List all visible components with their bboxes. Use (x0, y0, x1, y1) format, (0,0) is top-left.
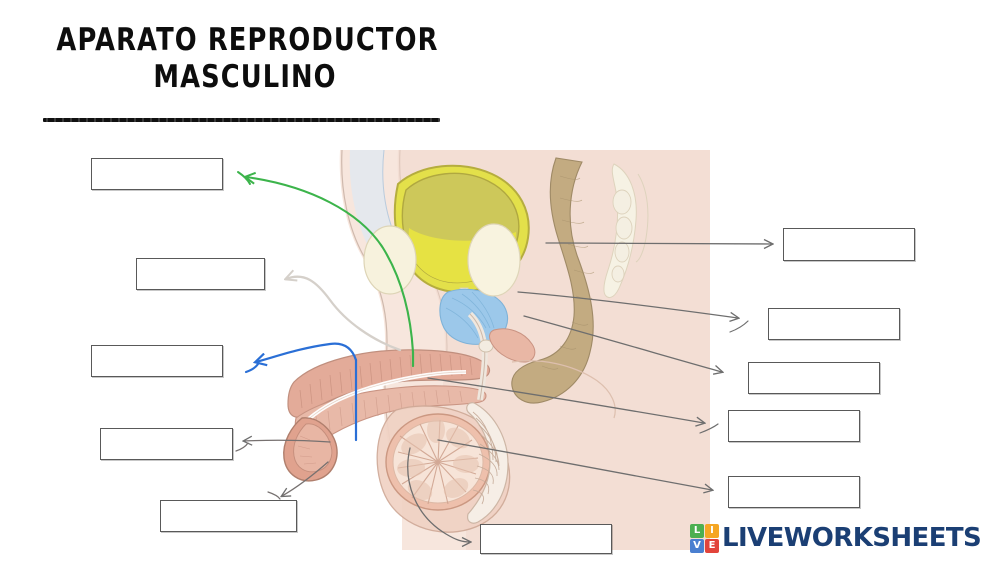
liveworksheets-logo: L I V E LIVEWORKSHEETS (690, 521, 982, 555)
anatomy-diagram (283, 150, 710, 550)
answer-box-left-5[interactable] (160, 500, 297, 532)
answer-box-right-3[interactable] (748, 362, 880, 394)
answer-box-left-2[interactable] (136, 258, 265, 290)
page-title: APARATO REPRODUCTOR MASCULINO (40, 20, 450, 96)
logo-tile-grid: L I V E (690, 523, 719, 553)
logo-tile-l: L (690, 523, 704, 538)
title-line-2: MASCULINO (153, 57, 337, 95)
answer-box-left-3[interactable] (91, 345, 223, 377)
title-underline (43, 118, 440, 122)
answer-box-bottom-1[interactable] (480, 524, 612, 554)
logo-tile-v: V (690, 538, 704, 553)
answer-box-right-2[interactable] (768, 308, 900, 340)
answer-box-right-1[interactable] (783, 228, 915, 261)
answer-box-left-4[interactable] (100, 428, 233, 460)
answer-box-left-1[interactable] (91, 158, 223, 190)
logo-tile-i: I (705, 523, 719, 538)
logo-wordmark: LIVEWORKSHEETS (722, 523, 982, 553)
logo-tile-e: E (705, 538, 719, 553)
answer-box-right-4[interactable] (728, 410, 860, 442)
title-line-1: APARATO REPRODUCTOR (56, 20, 439, 58)
answer-box-right-5[interactable] (728, 476, 860, 508)
